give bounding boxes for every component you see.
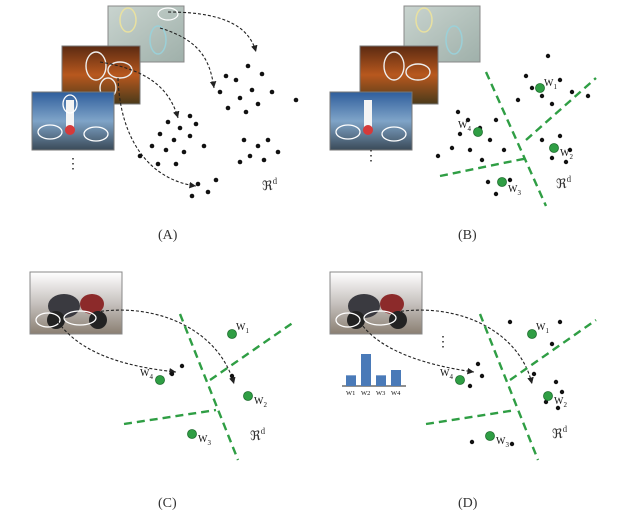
panel-label-d: (D) [458, 496, 478, 511]
svg-text:W1: W1 [236, 322, 249, 335]
panel-label-c: (C) [158, 496, 177, 511]
histogram-label: W1 [346, 390, 355, 397]
query-image [29, 271, 123, 335]
word-labels: W1 W2 W3 W4 [140, 322, 267, 447]
svg-text:⋮: ⋮ [364, 149, 378, 164]
histogram-labels: W1 W2 W3 W4 [346, 390, 401, 397]
panel-c: W1 W2 W3 W4 ℜd [29, 271, 295, 461]
word-centers [473, 83, 559, 187]
histogram-bar [376, 375, 386, 386]
panel-a: ⋮ ℜd [31, 5, 299, 199]
image-stack: ⋮ [31, 5, 185, 172]
ellipsis: ⋮ [66, 157, 80, 172]
histogram-label: W2 [361, 390, 370, 397]
svg-text:W2: W2 [254, 396, 267, 409]
svg-text:W4: W4 [458, 120, 471, 133]
histogram-bar [361, 354, 371, 386]
histogram-bar [391, 370, 401, 386]
svg-text:W1: W1 [536, 322, 549, 335]
descriptor-points [435, 53, 591, 197]
histogram-label: W3 [376, 390, 385, 397]
word-labels: W1 W2 W3 W4 [458, 78, 573, 197]
svg-text:W3: W3 [508, 184, 521, 197]
query-image: ⋮ [329, 271, 450, 350]
descriptor-points [137, 63, 299, 199]
space-label: ℜd [556, 174, 572, 191]
space-label: ℜd [552, 424, 568, 441]
panel-label-b: (B) [458, 228, 477, 243]
histogram-label: W4 [391, 390, 401, 397]
voronoi-boundaries [123, 313, 295, 461]
space-label: ℜd [262, 176, 278, 193]
voronoi-boundaries [425, 313, 597, 461]
word-centers [455, 329, 553, 441]
assignment-arrows [57, 309, 236, 385]
svg-text:⋮: ⋮ [436, 335, 450, 350]
svg-text:W2: W2 [560, 148, 573, 161]
histogram-bars [346, 354, 401, 386]
assignment-arrows [359, 309, 534, 385]
panel-b: ⋮ W1 W2 W3 W4 ℜd [329, 5, 597, 207]
svg-text:W3: W3 [496, 436, 509, 449]
panel-d: ⋮ W1 W2 W3 W4 W1 W2 W3 W4 ℜd [329, 271, 597, 461]
word-centers [155, 329, 253, 439]
svg-text:W3: W3 [198, 434, 211, 447]
panel-label-a: (A) [158, 228, 178, 243]
image-stack: ⋮ [329, 5, 481, 164]
svg-text:W1: W1 [544, 78, 557, 91]
svg-text:W2: W2 [554, 396, 567, 409]
svg-text:W4: W4 [140, 368, 153, 381]
descriptor-points [467, 319, 565, 447]
histogram: W1 W2 W3 W4 [342, 354, 406, 397]
feature-arrows [99, 11, 258, 189]
voronoi-boundaries [439, 71, 597, 207]
descriptor-points [169, 363, 235, 379]
histogram-bar [346, 375, 356, 386]
word-labels: W1 W2 W3 W4 [440, 322, 567, 449]
svg-text:W4: W4 [440, 368, 453, 381]
space-label: ℜd [250, 426, 266, 443]
